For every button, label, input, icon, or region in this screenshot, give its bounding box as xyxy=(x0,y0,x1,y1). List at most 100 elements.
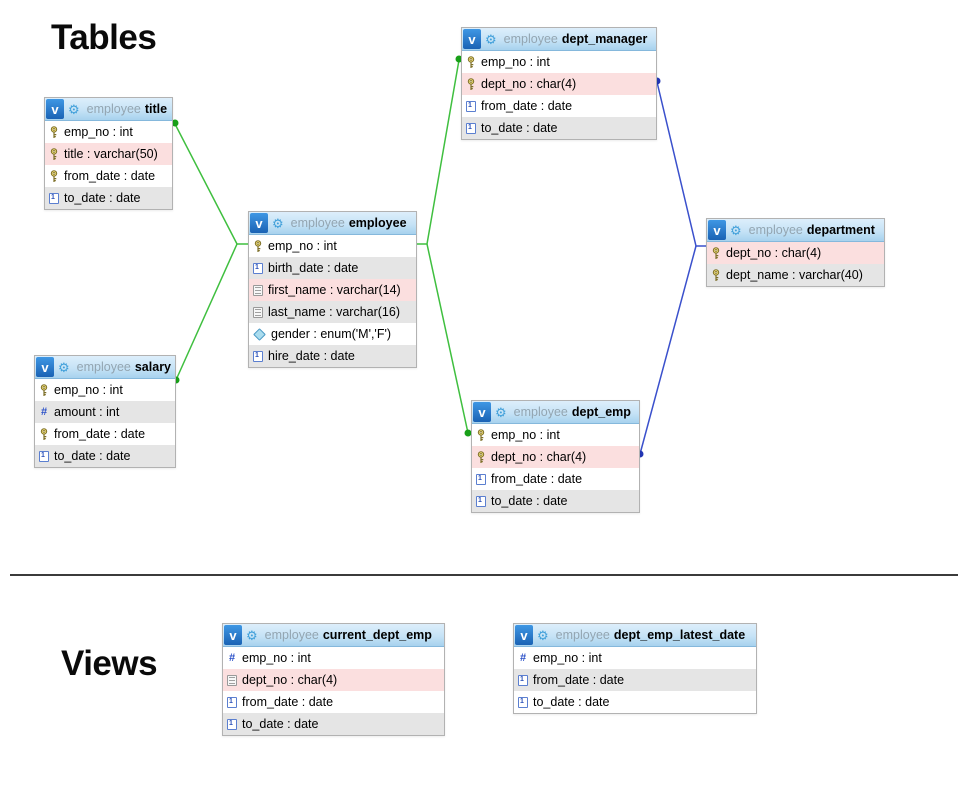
relation-line xyxy=(656,81,707,247)
table-card-title[interactable]: v ⚙ employee title emp_no : int title : v… xyxy=(44,97,173,210)
column-label: dept_no : char(4) xyxy=(726,246,822,260)
column-label: emp_no : int xyxy=(242,651,311,665)
schema-name: employee xyxy=(290,216,345,230)
column-row[interactable]: emp_no : int xyxy=(462,51,656,73)
text-icon xyxy=(253,284,263,296)
view-badge-icon[interactable]: v xyxy=(46,99,64,119)
view-badge-icon[interactable]: v xyxy=(515,625,533,645)
relation-endpoint xyxy=(464,429,472,437)
column-row[interactable]: emp_no : int xyxy=(249,235,416,257)
table-card-salary[interactable]: v ⚙ employee salary emp_no : int #amount … xyxy=(34,355,176,468)
gear-icon[interactable]: ⚙ xyxy=(495,404,507,420)
gear-icon[interactable]: ⚙ xyxy=(730,222,742,238)
table-header[interactable]: v ⚙ employee current_dept_emp xyxy=(223,624,444,647)
view-card-current-dept-emp[interactable]: v ⚙ employee current_dept_emp #emp_no : … xyxy=(222,623,445,736)
view-badge-icon[interactable]: v xyxy=(250,213,268,233)
column-row[interactable]: gender : enum('M','F') xyxy=(249,323,416,345)
primary-key-icon xyxy=(476,428,486,442)
column-row[interactable]: from_date : date xyxy=(35,423,175,445)
column-label: to_date : date xyxy=(54,449,131,463)
primary-key-icon xyxy=(39,383,49,397)
date-icon: 1 xyxy=(518,674,528,686)
date-icon: 1 xyxy=(466,100,476,112)
text-icon xyxy=(253,306,263,318)
relation-line xyxy=(174,123,249,245)
column-row[interactable]: last_name : varchar(16) xyxy=(249,301,416,323)
table-name: salary xyxy=(134,360,172,374)
view-badge-icon[interactable]: v xyxy=(36,357,54,377)
column-row[interactable]: dept_no : char(4) xyxy=(462,73,656,95)
gear-icon[interactable]: ⚙ xyxy=(272,215,284,231)
column-row[interactable]: emp_no : int xyxy=(45,121,172,143)
column-label: to_date : date xyxy=(533,695,610,709)
relation-endpoint xyxy=(171,119,179,127)
column-label: dept_no : char(4) xyxy=(242,673,338,687)
column-label: from_date : date xyxy=(491,472,583,486)
view-badge-icon[interactable]: v xyxy=(224,625,242,645)
column-row[interactable]: 1 to_date : date xyxy=(35,445,175,467)
table-header[interactable]: v ⚙ employee department xyxy=(707,219,884,242)
gear-icon[interactable]: ⚙ xyxy=(485,31,497,47)
date-icon: 1 xyxy=(253,262,263,274)
date-icon: 1 xyxy=(476,495,486,507)
column-label: emp_no : int xyxy=(54,383,123,397)
table-header[interactable]: v ⚙ employee dept_manager xyxy=(462,28,656,51)
column-row[interactable]: #emp_no : int xyxy=(514,647,756,669)
column-row[interactable]: title : varchar(50) xyxy=(45,143,172,165)
table-name: current_dept_emp xyxy=(322,628,432,642)
column-label: dept_no : char(4) xyxy=(481,77,577,91)
column-label: title : varchar(50) xyxy=(64,147,158,161)
column-label: from_date : date xyxy=(481,99,573,113)
column-row[interactable]: emp_no : int xyxy=(472,424,639,446)
column-row[interactable]: emp_no : int xyxy=(35,379,175,401)
table-card-dept-manager[interactable]: v ⚙ employee dept_manager emp_no : int de… xyxy=(461,27,657,140)
table-name: employee xyxy=(348,216,407,230)
table-header[interactable]: v ⚙ employee dept_emp_latest_date xyxy=(514,624,756,647)
gear-icon[interactable]: ⚙ xyxy=(68,101,80,117)
primary-key-icon xyxy=(466,77,476,91)
column-row[interactable]: #emp_no : int xyxy=(223,647,444,669)
table-header[interactable]: v ⚙ employee title xyxy=(45,98,172,121)
column-row[interactable]: 1 from_date : date xyxy=(462,95,656,117)
table-name: department xyxy=(806,223,875,237)
schema-name: employee xyxy=(513,405,568,419)
gear-icon[interactable]: ⚙ xyxy=(246,627,258,643)
column-row[interactable]: dept_no : char(4) xyxy=(707,242,884,264)
column-row[interactable]: #amount : int xyxy=(35,401,175,423)
view-card-dept-emp-latest-date[interactable]: v ⚙ employee dept_emp_latest_date #emp_n… xyxy=(513,623,757,714)
view-badge-icon[interactable]: v xyxy=(708,220,726,240)
column-row[interactable]: dept_no : char(4) xyxy=(223,669,444,691)
table-card-department[interactable]: v ⚙ employee department dept_no : char(4… xyxy=(706,218,885,287)
column-row[interactable]: dept_no : char(4) xyxy=(472,446,639,468)
column-label: first_name : varchar(14) xyxy=(268,283,401,297)
view-badge-icon[interactable]: v xyxy=(463,29,481,49)
date-icon: 1 xyxy=(39,450,49,462)
column-row[interactable]: from_date : date xyxy=(45,165,172,187)
view-badge-icon[interactable]: v xyxy=(473,402,491,422)
column-row[interactable]: dept_name : varchar(40) xyxy=(707,264,884,286)
table-header[interactable]: v ⚙ employee employee xyxy=(249,212,416,235)
column-label: from_date : date xyxy=(533,673,625,687)
primary-key-icon xyxy=(711,268,721,282)
views-section-heading: Views xyxy=(61,644,158,683)
table-header[interactable]: v ⚙ employee salary xyxy=(35,356,175,379)
table-name: dept_emp xyxy=(571,405,631,419)
column-row[interactable]: 1 from_date : date xyxy=(514,669,756,691)
gear-icon[interactable]: ⚙ xyxy=(58,359,70,375)
column-row[interactable]: first_name : varchar(14) xyxy=(249,279,416,301)
table-header[interactable]: v ⚙ employee dept_emp xyxy=(472,401,639,424)
relation-line xyxy=(175,243,238,381)
gear-icon[interactable]: ⚙ xyxy=(537,627,549,643)
